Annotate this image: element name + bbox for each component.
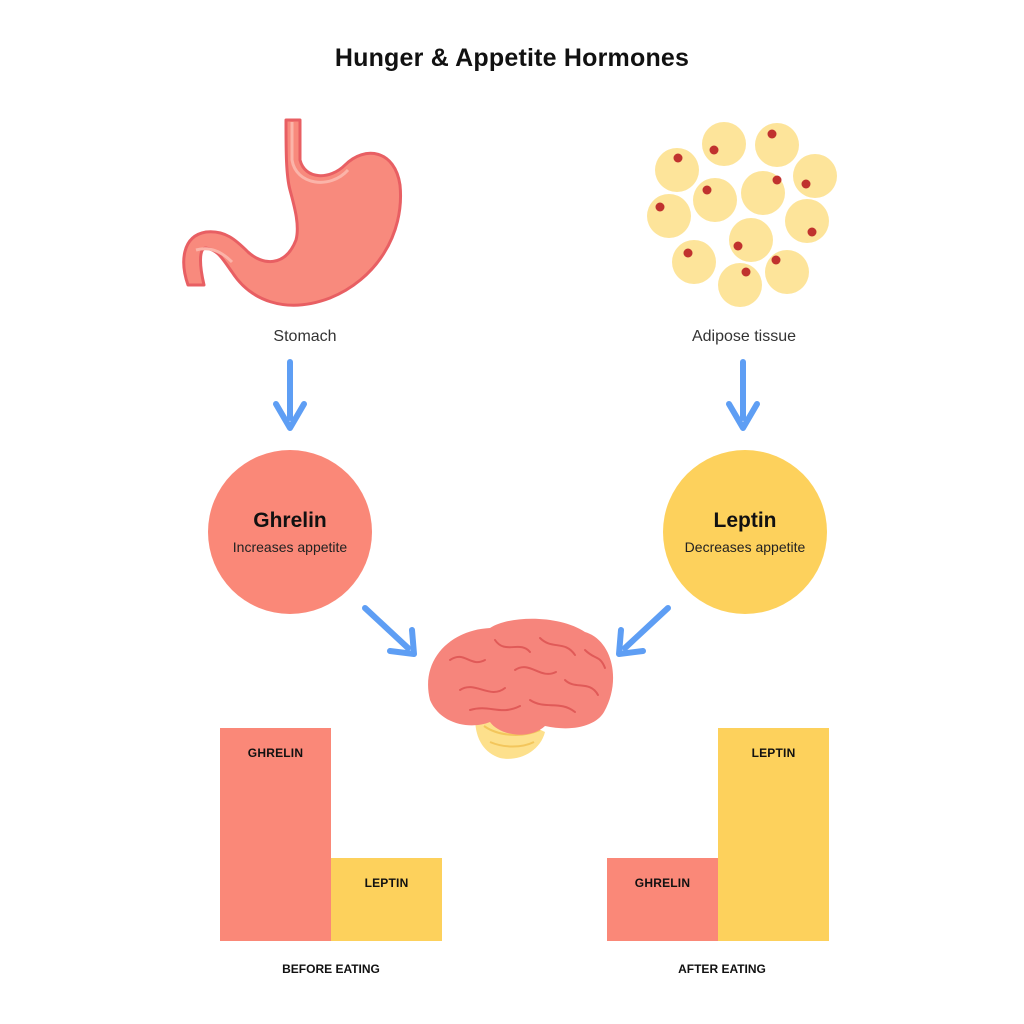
fat-cell-nucleus	[741, 267, 751, 277]
leptin-effect: Decreases appetite	[684, 539, 806, 555]
fat-cell	[793, 154, 837, 198]
fat-cell-nucleus	[655, 202, 665, 212]
arrow-adipose-to-leptin	[726, 359, 760, 431]
before-eating-bar-label-ghrelin: GHRELIN	[247, 746, 304, 760]
fat-cell	[718, 263, 762, 307]
before-eating-bar-leptin	[331, 858, 442, 941]
fat-cell	[655, 148, 699, 192]
arrow-leptin-to-brain	[616, 605, 671, 657]
stomach-icon	[182, 118, 403, 307]
fat-cell	[702, 122, 746, 166]
after-eating-bar-leptin	[718, 728, 829, 941]
fat-cell-nucleus	[807, 227, 817, 237]
fat-cell-nucleus	[772, 175, 782, 185]
ghrelin-circle: Ghrelin Increases appetite	[208, 450, 372, 614]
before-eating-chart	[220, 728, 442, 941]
arrow-stomach-to-ghrelin	[273, 359, 307, 431]
before-eating-caption: BEFORE EATING	[282, 962, 380, 976]
fat-cell-nucleus	[683, 248, 693, 258]
fat-cell-nucleus	[767, 129, 777, 139]
leptin-circle: Leptin Decreases appetite	[663, 450, 827, 614]
fat-cell	[785, 199, 829, 243]
ghrelin-effect: Increases appetite	[232, 539, 348, 555]
fat-cell-nucleus	[771, 255, 781, 265]
fat-cell	[672, 240, 716, 284]
after-eating-bar-ghrelin	[607, 858, 718, 941]
leptin-name: Leptin	[713, 509, 777, 532]
stomach-label: Stomach	[273, 328, 337, 345]
fat-cell	[765, 250, 809, 294]
ghrelin-name: Ghrelin	[253, 509, 327, 532]
before-eating-bar-ghrelin	[220, 728, 331, 941]
fat-cell	[729, 218, 773, 262]
after-eating-chart	[607, 728, 829, 941]
page-title: Hunger & Appetite Hormones	[334, 44, 690, 72]
after-eating-caption: AFTER EATING	[678, 962, 766, 976]
before-eating-bar-label-leptin: LEPTIN	[364, 876, 409, 890]
fat-cell	[693, 178, 737, 222]
fat-cell-nucleus	[709, 145, 719, 155]
fat-cells-icon	[647, 122, 837, 307]
after-eating-bar-label-ghrelin: GHRELIN	[634, 876, 691, 890]
fat-cell-nucleus	[801, 179, 811, 189]
fat-cell-nucleus	[673, 153, 683, 163]
adipose-tissue-label: Adipose tissue	[691, 328, 797, 345]
fat-cell	[755, 123, 799, 167]
fat-cell-nucleus	[733, 241, 743, 251]
fat-cell-nucleus	[702, 185, 712, 195]
brain-icon	[428, 618, 614, 759]
after-eating-bar-label-leptin: LEPTIN	[751, 746, 796, 760]
fat-cell	[647, 194, 691, 238]
arrow-ghrelin-to-brain	[362, 605, 417, 657]
